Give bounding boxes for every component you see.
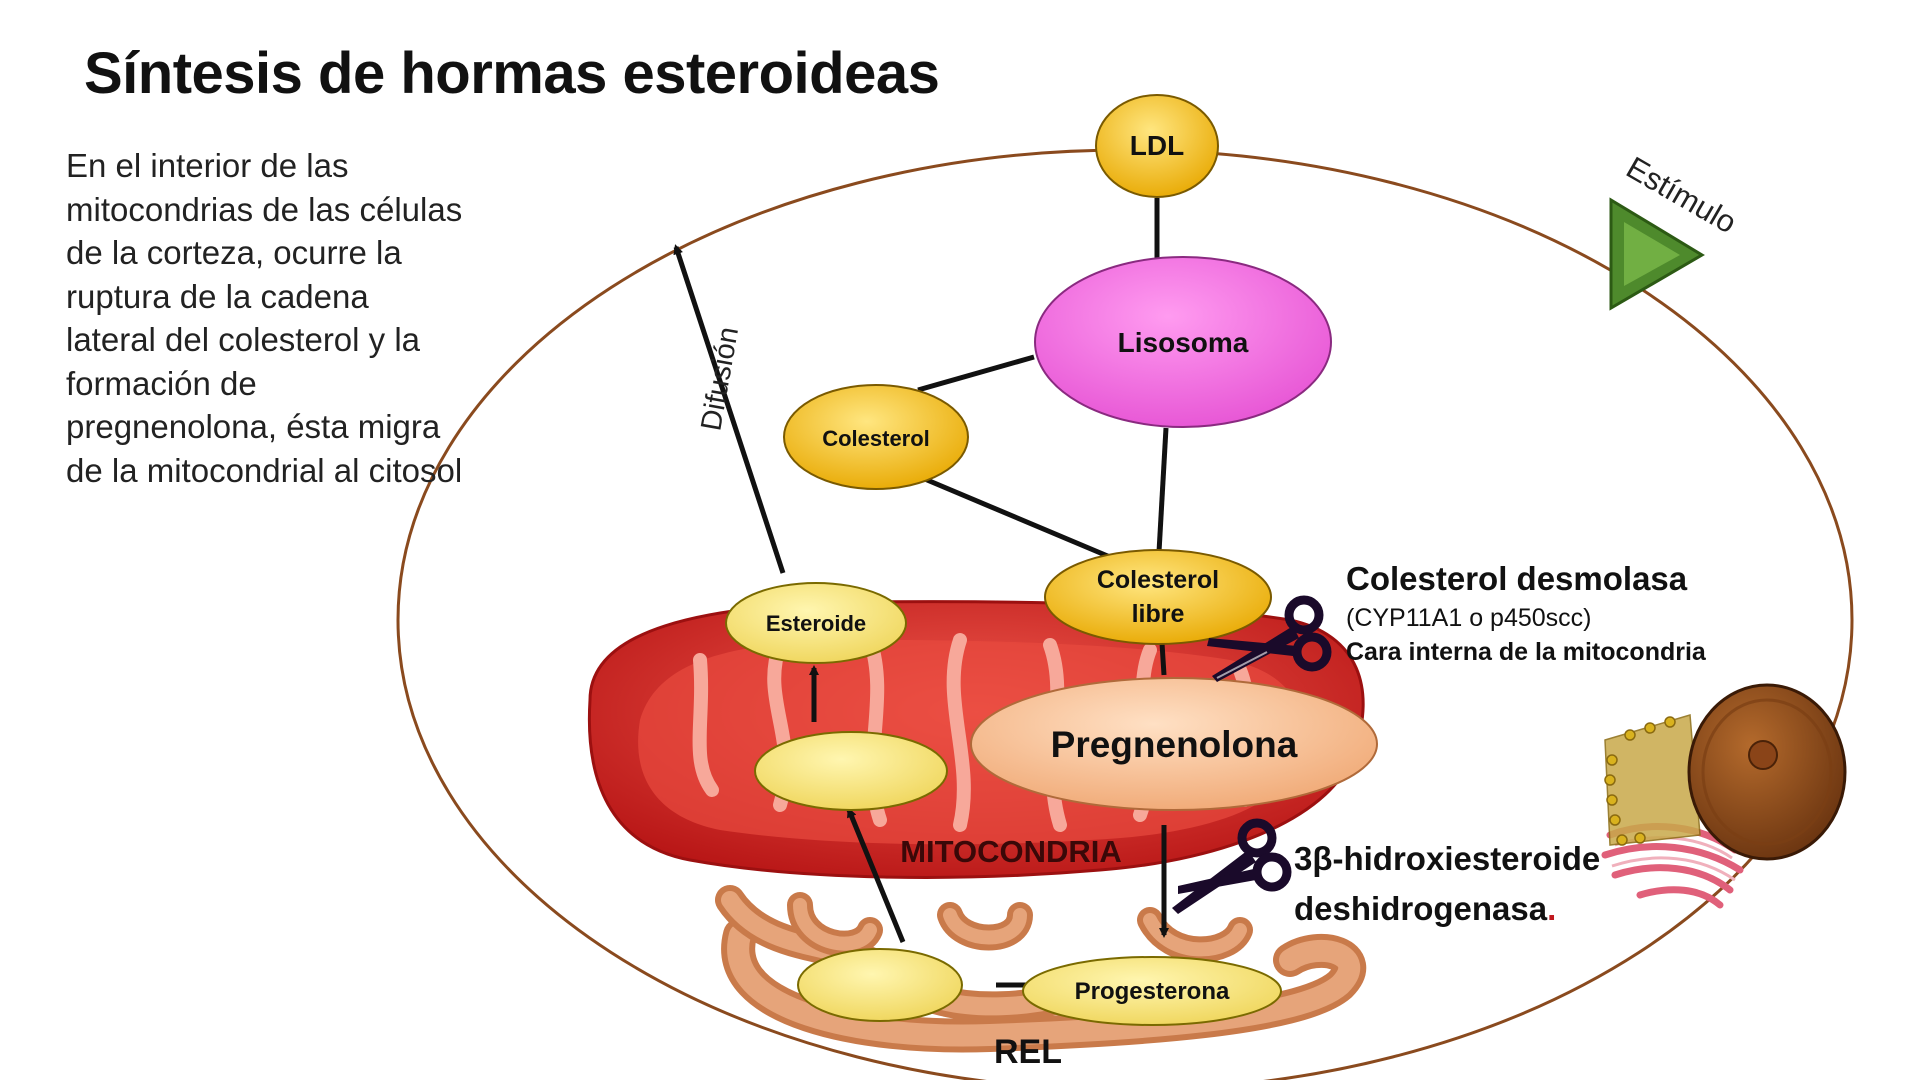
line-libre-pregnenolona: [1159, 642, 1167, 676]
node-colesterol-libre: Colesterol libre: [1044, 549, 1272, 645]
description-line: de la corteza, ocurre la: [66, 234, 402, 271]
stimulus-triangle-icon: [1609, 197, 1705, 311]
enzyme-hsd-line-2: deshidrogenasa.: [1294, 890, 1556, 928]
node-pregnenolona: Pregnenolona: [970, 677, 1378, 811]
enzyme-desmolasa-location: Cara interna de la mitocondria: [1346, 638, 1706, 666]
scissors-icon: [1207, 595, 1332, 682]
description-line: En el interior de las: [66, 147, 349, 184]
node-intermediate-rel: [797, 948, 963, 1022]
description-line: de la mitocondrial al citosol: [66, 451, 463, 489]
enzyme-desmolasa-title: Colesterol desmolasa: [1346, 560, 1688, 597]
enzyme-hsd-dot: .: [1547, 890, 1557, 927]
enzyme-hsd-line-1: 3β-hidroxiesteroide: [1294, 840, 1601, 877]
enzyme-desmolasa-subtitle: (CYP11A1 o p450scc): [1346, 604, 1592, 632]
nucleus-golgi-icon: [1601, 683, 1847, 909]
description-line: pregnenolona, ésta migra: [66, 408, 441, 445]
description-line: lateral del colesterol y la: [66, 321, 421, 358]
description-line: mitocondrias de las células: [66, 190, 463, 228]
node-colesterol: Colesterol: [783, 384, 969, 490]
node-esteroide-label: Esteroide: [766, 611, 866, 636]
node-lisosoma: Lisosoma: [1034, 256, 1332, 428]
node-colesterol-libre-label-2: libre: [1132, 600, 1185, 628]
node-progesterona-label: Progesterona: [1075, 978, 1230, 1005]
node-lisosoma-label: Lisosoma: [1118, 327, 1249, 358]
line-lisosoma-colesterol-libre: [1156, 427, 1169, 553]
difusion-label: Difusión: [695, 324, 745, 433]
connector-lines: [673, 198, 1169, 988]
mitocondria-label: MITOCONDRIA: [900, 834, 1122, 869]
arrow-difusion: [673, 244, 786, 574]
node-esteroide: Esteroide: [725, 582, 907, 664]
node-intermediate-mito: [754, 731, 948, 811]
line-colesterol-colesterol-libre: [919, 474, 1111, 560]
node-ldl-label: LDL: [1130, 130, 1184, 161]
node-progesterona: Progesterona: [1022, 956, 1282, 1026]
node-ldl: LDL: [1095, 94, 1219, 198]
node-pregnenolona-label: Pregnenolona: [1051, 724, 1298, 765]
description-line: ruptura de la cadena: [66, 277, 369, 315]
node-colesterol-libre-label-1: Colesterol: [1097, 566, 1219, 594]
rel-label: REL: [994, 1033, 1062, 1071]
description-line: formación de: [66, 364, 257, 402]
node-colesterol-label: Colesterol: [822, 426, 930, 451]
description-text: En el interior de las mitocondrias de la…: [66, 144, 463, 492]
page-title: Síntesis de hormas esteroideas: [84, 41, 940, 106]
arrow-rel-mito: [846, 807, 906, 943]
enzyme-hsd-name: deshidrogenasa: [1294, 890, 1548, 927]
scissors-icon: [1172, 818, 1292, 914]
line-lisosoma-colesterol: [917, 354, 1035, 393]
